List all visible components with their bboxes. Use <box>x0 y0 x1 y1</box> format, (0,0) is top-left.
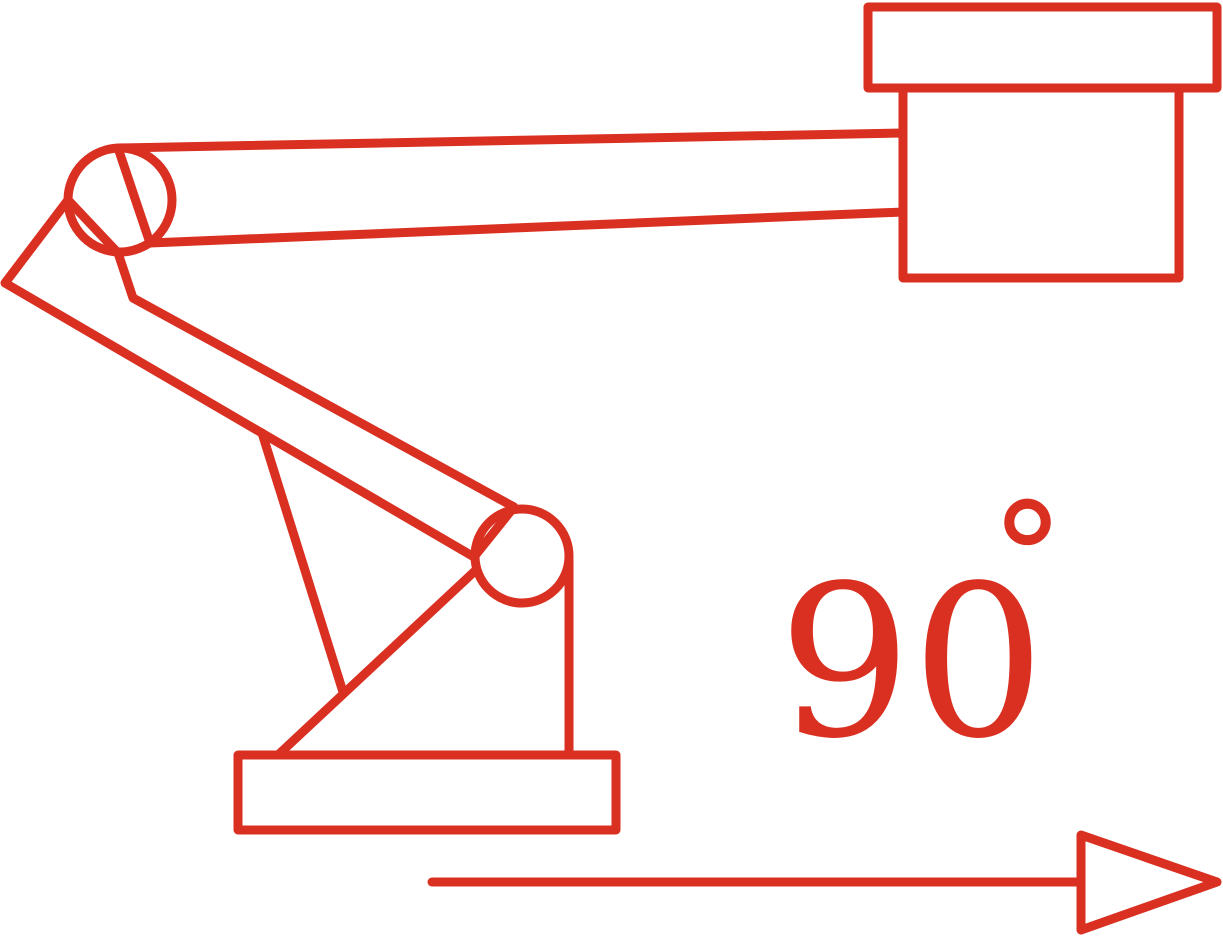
support-strut <box>257 428 348 697</box>
right-arrow-icon <box>427 830 1222 935</box>
degree-symbol: ° <box>990 472 1065 646</box>
upper-arm <box>113 128 908 248</box>
gripper-body <box>898 83 1184 283</box>
arrow-head <box>1076 830 1222 935</box>
base-plate <box>233 750 621 835</box>
shoulder-joint <box>63 143 177 257</box>
elbow-joint <box>470 504 574 608</box>
angle-value: 90 <box>778 540 1045 785</box>
base-diagonal-link <box>273 565 481 760</box>
robot-arm-icon <box>0 2 1222 835</box>
lower-arm <box>0 195 519 562</box>
gripper-cap <box>863 2 1222 93</box>
